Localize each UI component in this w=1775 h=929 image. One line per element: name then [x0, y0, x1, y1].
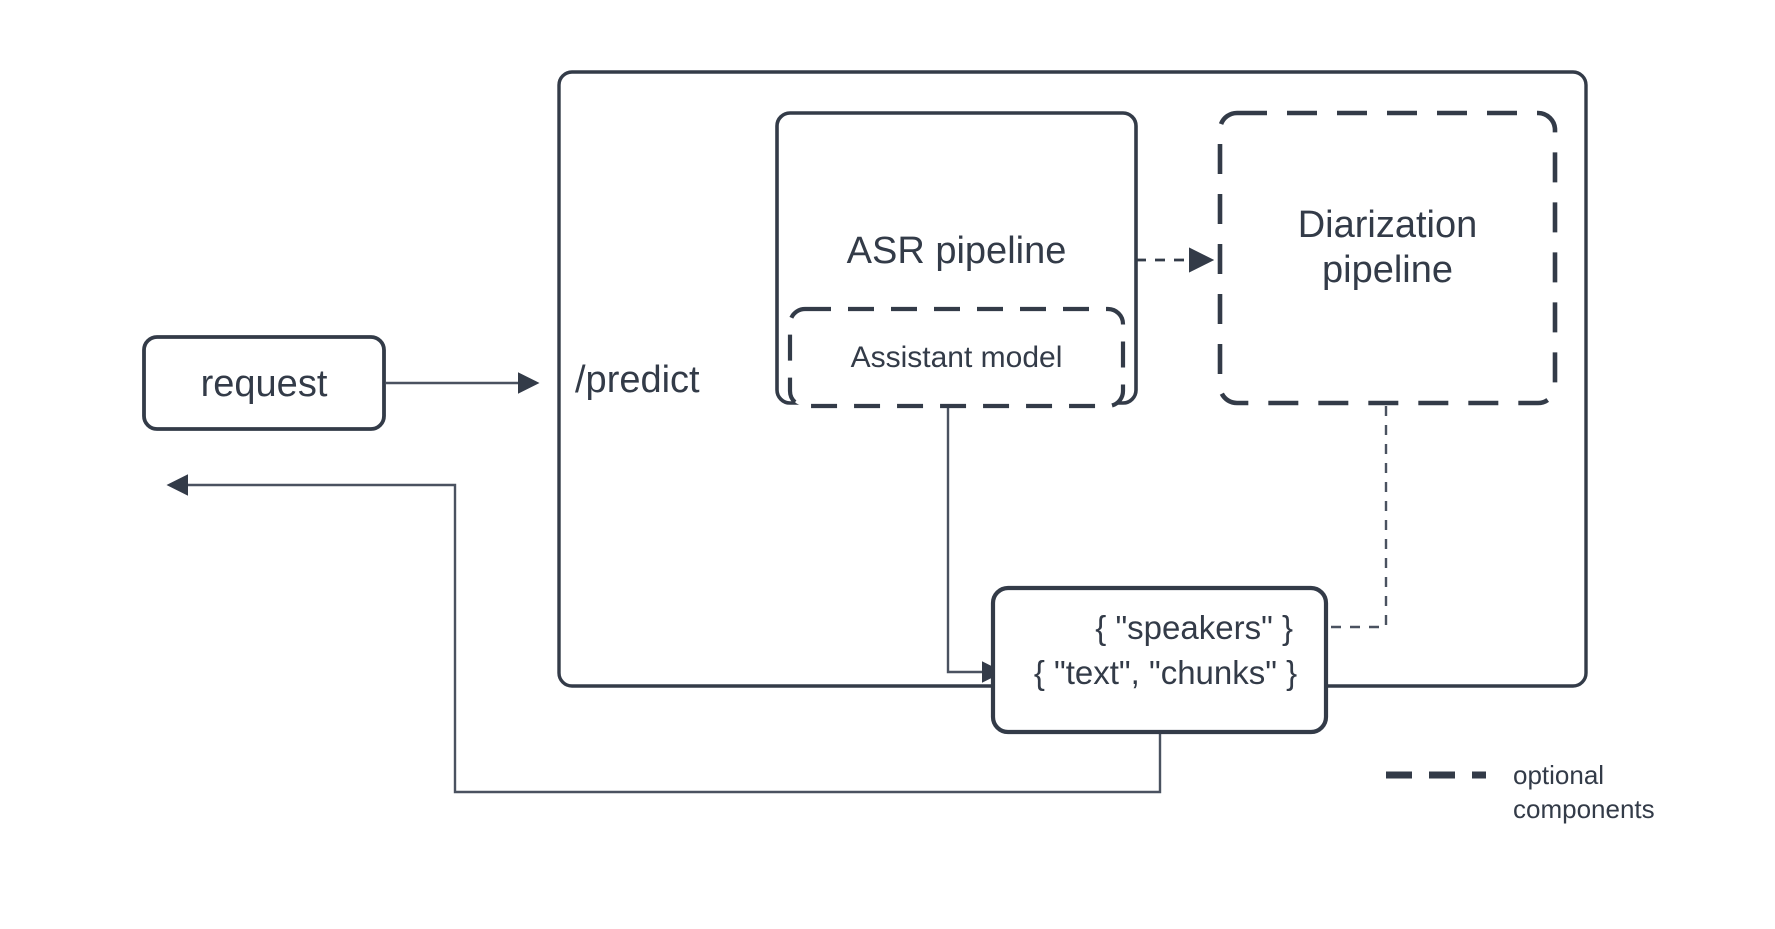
request-box[interactable]	[142, 335, 386, 431]
assistant-model-box[interactable]	[787, 306, 1126, 409]
output-json-box[interactable]	[990, 585, 1329, 735]
diarization-pipeline-box[interactable]	[1217, 110, 1558, 406]
edge-output-to-response	[166, 474, 1162, 794]
edge-assistant-to-output-text	[946, 406, 1004, 683]
